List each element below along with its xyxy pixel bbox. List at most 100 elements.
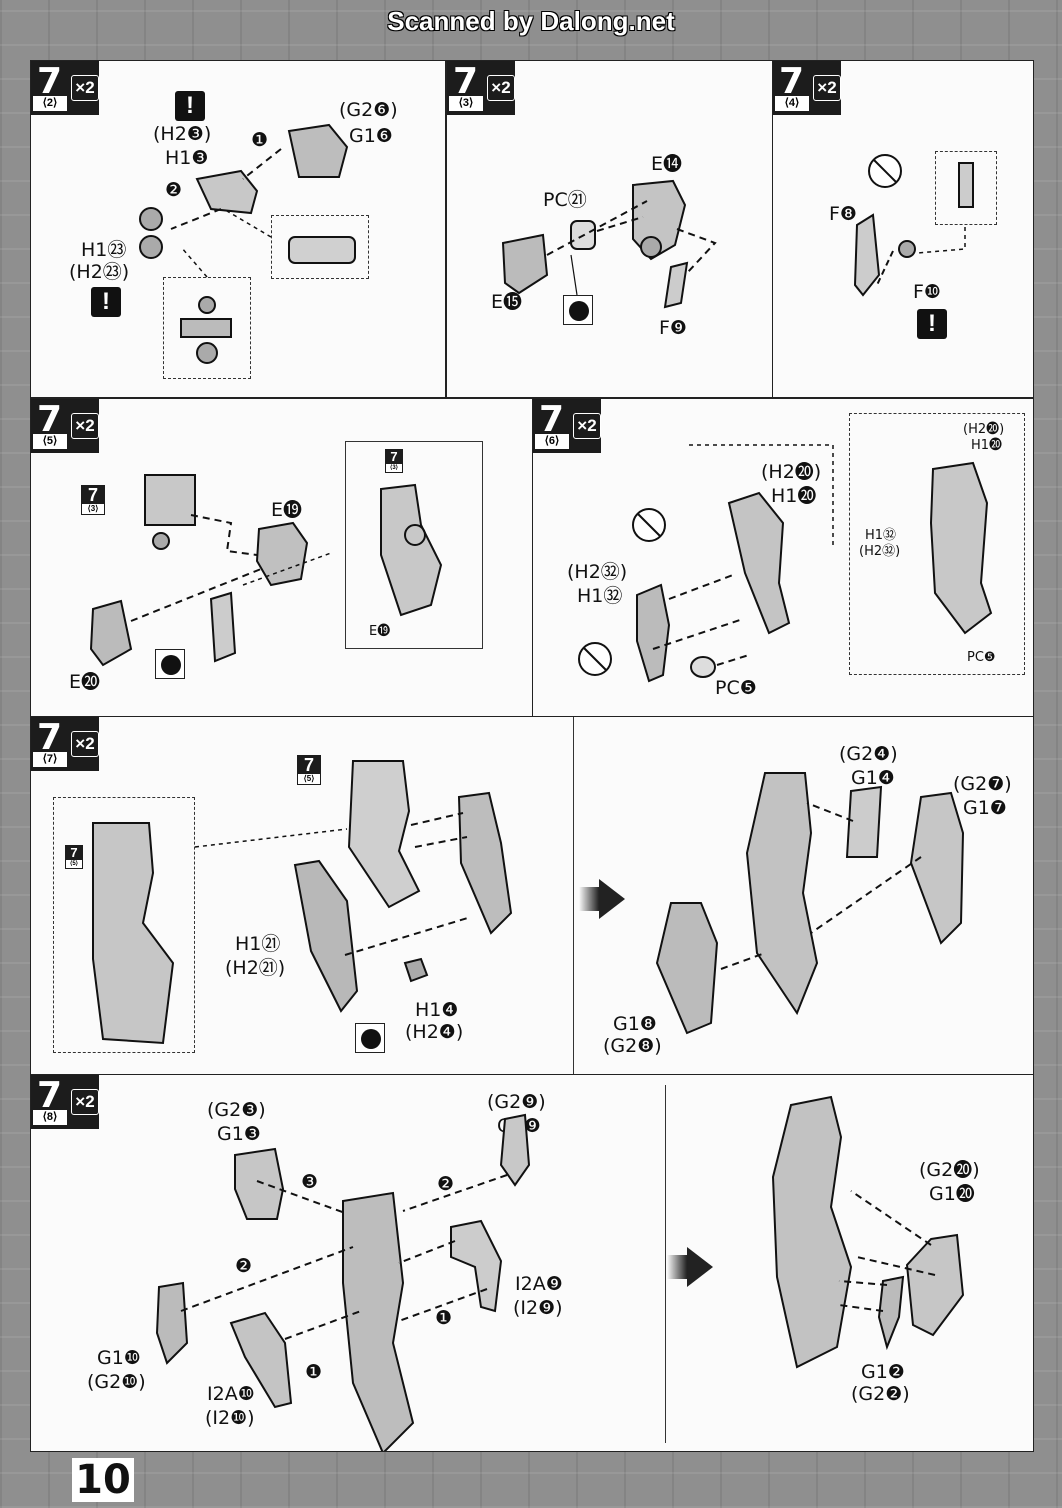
part-label: (H2㉜) [859, 544, 901, 559]
step-number: 7 [539, 399, 565, 440]
grease-symbol-icon [563, 295, 593, 325]
part-label: G1❿ [97, 1347, 141, 1369]
step-7-3-panel: 7 ⟨3⟩ ×2 E⓮ PC㉑ E⓯ F❾ [446, 60, 774, 398]
part-label: (H2㉓) [69, 261, 130, 283]
part-label: (G2❸) [207, 1099, 266, 1121]
part-label: E⓮ [651, 153, 683, 175]
part-label: H1⓴ [771, 485, 817, 507]
step-substep: ⟨3⟩ [449, 96, 483, 111]
order-number: ❸ [301, 1171, 319, 1193]
step-7-2-panel: 7 ⟨2⟩ ×2 ! (H2❸) H1❸ (G2❻) G1❻ H1㉓ (H2㉓)… [30, 60, 446, 398]
step-7-7-panel: 7 ⟨7⟩ ×2 7⟨5⟩ 7⟨5⟩ H1㉑ (H2㉑) H1❹ (H2❹) (… [30, 716, 1034, 1076]
step-substep: ⟨5⟩ [33, 434, 67, 449]
make-two-icon: ×2 [71, 731, 99, 757]
part-label: I2A❿ [207, 1383, 255, 1405]
make-two-icon: ×2 [71, 1089, 99, 1115]
part-label: E⓳ [369, 624, 391, 639]
step-number: 7 [37, 399, 63, 440]
leg-armor-drawing [155, 1095, 965, 1451]
step-substep: ⟨7⟩ [33, 752, 67, 767]
step-badge: 7 ⟨2⟩ ×2 [31, 61, 99, 115]
part-label: F❾ [659, 317, 687, 339]
part-label: (G2❾) [487, 1091, 546, 1113]
reference-step-icon: 7⟨3⟩ [385, 449, 403, 473]
part-label: H1❸ [165, 147, 209, 169]
part-label: I2A❾ [515, 1273, 563, 1295]
part-label: H1㉜ [577, 585, 623, 607]
arrow-right-icon [579, 879, 625, 919]
reference-step-icon: 7⟨5⟩ [297, 755, 321, 785]
make-two-icon: ×2 [573, 413, 601, 439]
part-label: (G2❹) [839, 743, 898, 765]
step-substep: ⟨4⟩ [775, 96, 809, 111]
make-two-icon: ×2 [71, 75, 99, 101]
part-label: (H2⓴) [761, 461, 822, 483]
part-label: H1㉜ [865, 528, 897, 543]
part-label: (H2⓴) [963, 422, 1005, 437]
step-substep: ⟨2⟩ [33, 96, 67, 111]
part-label: PC❺ [715, 677, 757, 699]
part-label: (G2❷) [851, 1383, 910, 1405]
order-number: ❶ [305, 1361, 323, 1383]
reference-step-icon: 7⟨3⟩ [81, 485, 105, 515]
detail-inset [935, 151, 997, 225]
step-badge: 7 ⟨5⟩ ×2 [31, 399, 99, 453]
step-7-4-panel: 7 ⟨4⟩ ×2 F❽ F❿ ! [772, 60, 1034, 398]
part-label: F❽ [829, 203, 857, 225]
part-label: H1❹ [415, 999, 459, 1021]
step-badge: 7 ⟨7⟩ ×2 [31, 717, 99, 771]
grease-symbol-icon [155, 649, 185, 679]
order-number: ❷ [165, 179, 183, 201]
step-number: 7 [37, 1075, 63, 1116]
warning-icon: ! [91, 287, 121, 317]
part-label: PC❺ [967, 650, 996, 665]
grease-symbol-icon [355, 1023, 385, 1053]
detail-inset [53, 797, 195, 1053]
parts-drawing [501, 179, 717, 309]
step-substep: ⟨8⟩ [33, 1110, 67, 1125]
order-number: ❷ [235, 1255, 253, 1277]
part-label: (H2㉑) [225, 957, 286, 979]
detail-inset [345, 441, 483, 649]
order-number: ❶ [251, 129, 269, 151]
parts-drawing [578, 444, 993, 683]
make-two-icon: ×2 [813, 75, 841, 101]
part-label: G1❻ [349, 125, 393, 147]
arrow-right-icon [667, 1247, 713, 1287]
step-badge: 7 ⟨4⟩ ×2 [773, 61, 841, 115]
part-label: G1❷ [861, 1361, 905, 1383]
part-label: (I2❿) [205, 1407, 255, 1429]
step-number: 7 [37, 61, 63, 102]
part-label: H1㉓ [81, 239, 127, 261]
detail-inset [163, 277, 251, 379]
step-7-8-panel: 7 ⟨8⟩ ×2 (G2❸) G1❸ (G2❾) G1❾ I2A❾ (I2❾) … [30, 1074, 1034, 1452]
part-label: E⓴ [69, 671, 101, 693]
parts-drawing [89, 474, 443, 667]
watermark: Scanned by Dalong.net [387, 6, 675, 36]
part-label: (G2❻) [339, 99, 398, 121]
order-number: ❶ [435, 1307, 453, 1329]
warning-icon: ! [175, 91, 205, 121]
part-label: G1❸ [217, 1123, 261, 1145]
part-label: (G2❽) [603, 1035, 662, 1057]
reference-step-icon: 7⟨5⟩ [65, 845, 83, 869]
detail-inset [271, 215, 369, 279]
leg-parts-drawing [92, 760, 965, 1045]
make-two-icon: ×2 [71, 413, 99, 439]
divider [665, 1085, 666, 1443]
warning-icon: ! [917, 309, 947, 339]
part-label: E⓯ [491, 291, 523, 313]
part-label: F❿ [913, 281, 941, 303]
part-label: H1⓴ [971, 438, 1003, 453]
step-badge: 7 ⟨8⟩ ×2 [31, 1075, 99, 1129]
step-number: 7 [453, 61, 479, 102]
part-label: G1❼ [963, 797, 1007, 819]
part-label: (G2❿) [87, 1371, 146, 1393]
part-label: G1⓴ [929, 1183, 975, 1205]
part-label: (H2❹) [405, 1021, 464, 1043]
parts-drawing [853, 154, 974, 297]
step-number: 7 [37, 717, 63, 758]
step-number: 7 [779, 61, 805, 102]
divider [573, 717, 574, 1075]
step-badge: 7 ⟨3⟩ ×2 [447, 61, 515, 115]
